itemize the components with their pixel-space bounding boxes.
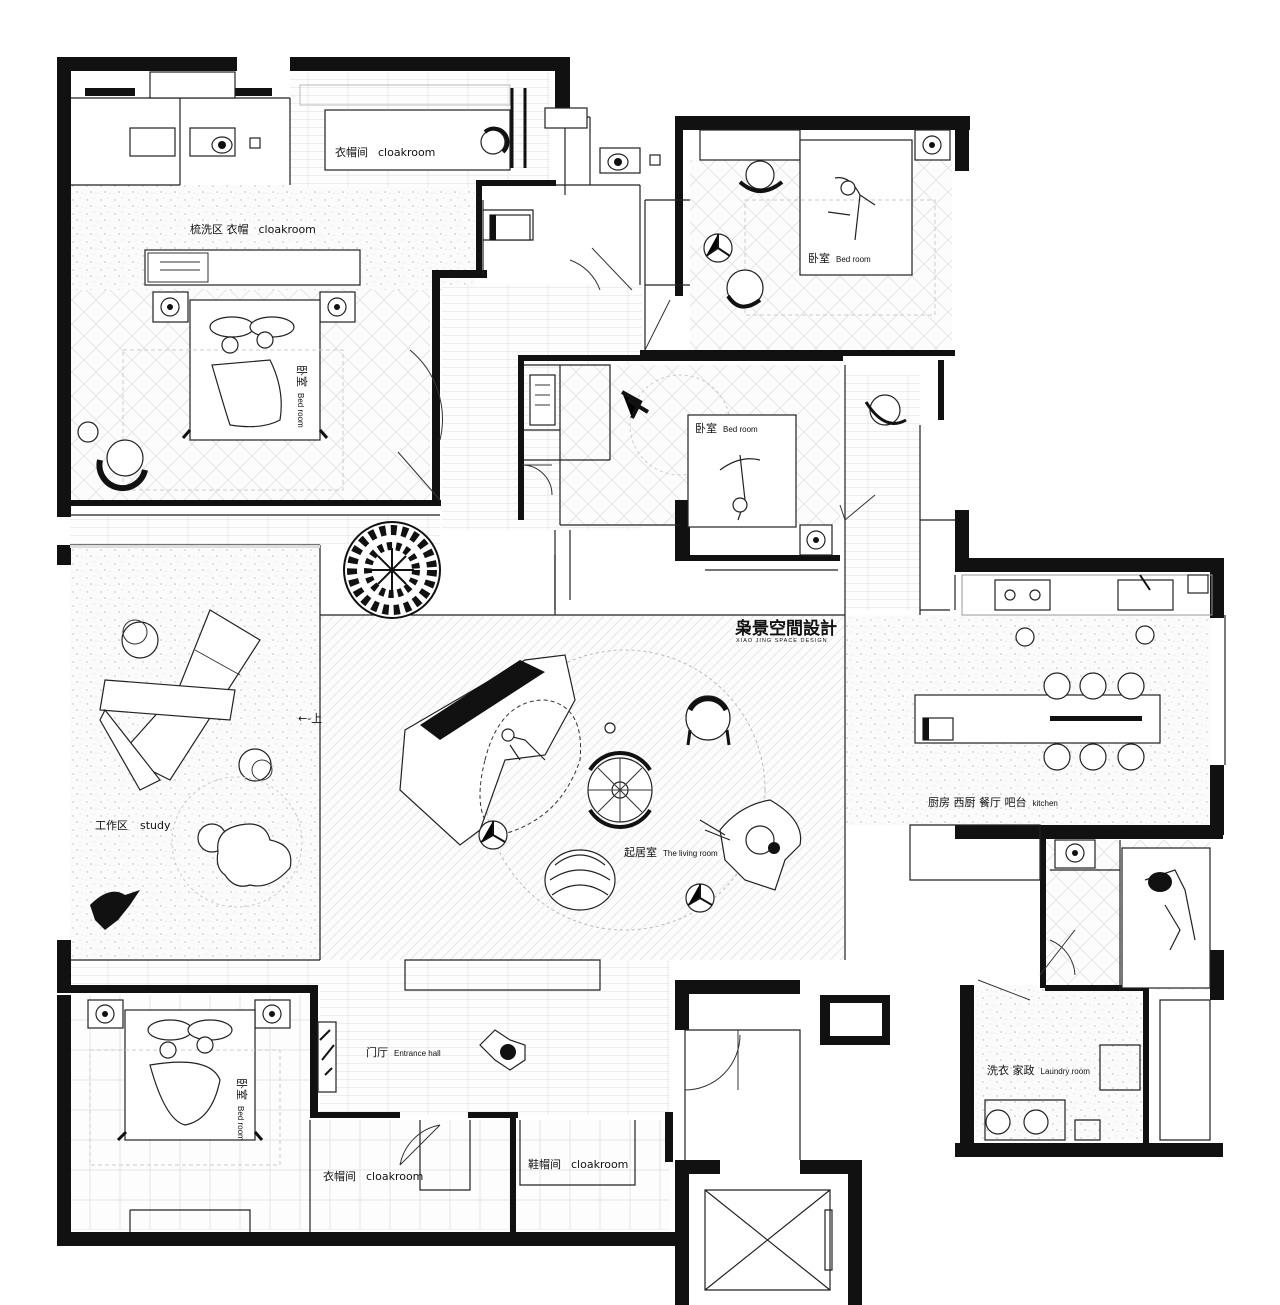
wall-top-right-block — [555, 57, 570, 117]
wall-left-outer-2 — [57, 545, 71, 565]
floor-shoe-room — [515, 1120, 670, 1230]
tree-icon — [343, 521, 441, 619]
wall-entrance-bottom-2 — [468, 1112, 518, 1118]
door-arcs — [397, 247, 1076, 1166]
wall-wc-top — [476, 180, 556, 186]
entrance-furniture — [317, 1021, 526, 1093]
wall-laundry-div — [1143, 985, 1149, 1145]
wall-kitchen-right-2 — [1210, 765, 1224, 835]
wall-laundry-top — [1045, 985, 1145, 991]
label-bedroom-master: 卧室Bed room — [295, 365, 309, 428]
laundry-furniture — [985, 1109, 1049, 1135]
wall-lift-right — [848, 1160, 862, 1305]
wall-lift-top — [675, 1160, 720, 1174]
study-furniture — [70, 545, 320, 930]
living-room-furniture — [399, 649, 802, 931]
floor-gallery-bottom — [70, 960, 320, 985]
wall-midbed-block — [675, 500, 690, 560]
floor-cloakroom-bottom — [310, 1120, 510, 1230]
mid-bedroom-furniture — [529, 374, 907, 610]
wall-left-outer — [57, 57, 71, 517]
wall-bottom-outer — [57, 1232, 677, 1246]
wall-ne-top — [675, 116, 970, 130]
wall-laundry-left — [960, 985, 974, 1150]
wall-ne-right-2 — [955, 510, 969, 572]
partitions — [70, 97, 1226, 1291]
wall-entrance-bottom — [310, 1112, 400, 1118]
wall-stair-bottom — [640, 350, 955, 356]
kitchen-furniture — [914, 574, 1213, 771]
wall-study-sep — [57, 985, 317, 993]
wall-entrance-top — [675, 980, 800, 994]
wall-se-right — [1210, 950, 1224, 1000]
wall-cabinet-inner — [830, 1003, 882, 1036]
wall-top-outer — [57, 57, 237, 71]
wall-cloak-mid — [510, 1112, 516, 1232]
wall-shoe-right — [665, 1112, 673, 1162]
ne-bedroom-furniture — [699, 129, 951, 316]
master-bedroom-furniture — [77, 249, 361, 492]
label-bedroom-sw: 卧室Bed room — [235, 1078, 249, 1141]
wall-top-outer-2 — [290, 57, 570, 71]
wall-lift-top-2 — [800, 1160, 860, 1174]
sw-bedroom-furniture — [87, 999, 291, 1166]
wall-left-outer-4 — [57, 995, 71, 1245]
wall-kitchen-bottom — [955, 825, 1223, 839]
wall-entrance-left — [310, 985, 318, 1115]
wall-kitchen-top — [955, 558, 1223, 572]
brand-name: 枭景空間設計 — [734, 618, 837, 639]
brand-subtitle: XIAO JING SPACE DESIGN — [736, 638, 828, 644]
wall-master-bottom — [71, 500, 441, 506]
wall-wc-left — [476, 180, 482, 275]
se-bedroom-furniture — [1054, 839, 1211, 989]
wall-kitchen-right — [1210, 558, 1224, 618]
wall-laundry-bottom — [955, 1143, 1223, 1157]
wall-se-left — [1040, 838, 1046, 988]
wall-midbed-top — [518, 355, 843, 361]
wall-corridor-left — [432, 270, 487, 278]
wall-ne-left — [675, 116, 683, 296]
wall-midbed-bottom — [675, 555, 840, 561]
label-stair-note: ←-上 — [298, 712, 322, 725]
wall-left-outer-3 — [57, 940, 71, 985]
top-rooms-furniture — [85, 71, 661, 241]
wall-midbed-left — [518, 355, 524, 520]
wall-lift-left — [675, 1160, 689, 1305]
wall-ne-right — [955, 116, 969, 171]
wall-stairs-right — [938, 360, 944, 420]
